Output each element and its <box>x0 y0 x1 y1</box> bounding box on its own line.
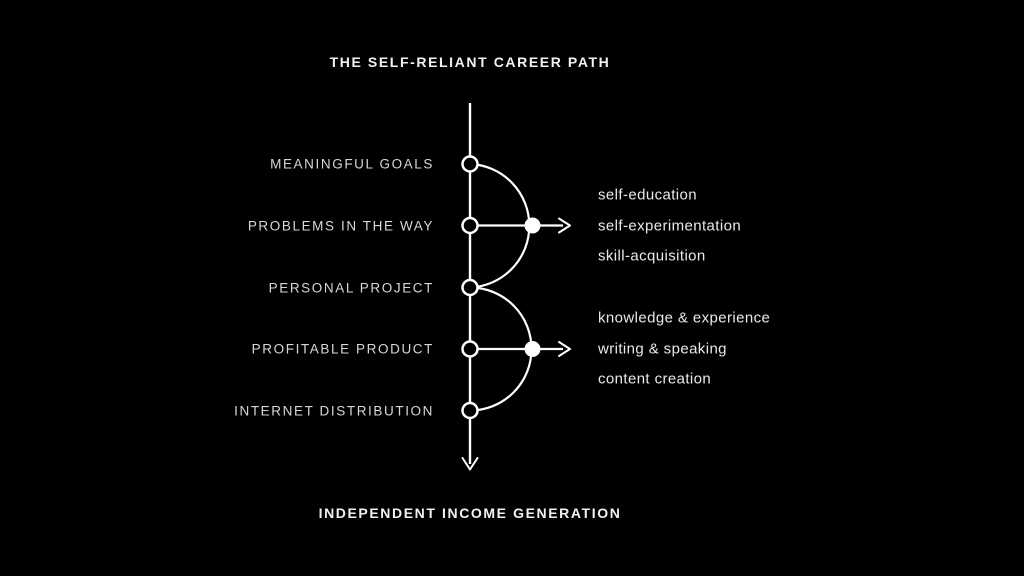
stage-label-personal-project: PERSONAL PROJECT <box>268 280 434 295</box>
stage-label-profitable-product: PROFITABLE PRODUCT <box>251 341 434 357</box>
stage-node-5 <box>461 401 479 420</box>
diagram-title: THE SELF-RELIANT CAREER PATH <box>329 54 611 70</box>
right-arrowhead-1-icon <box>558 217 571 234</box>
footer-title: INDEPENDENT INCOME GENERATION <box>318 505 622 521</box>
branch-label-content-creation: content creation <box>598 370 712 387</box>
right-arrowhead-2-icon <box>558 341 571 357</box>
branch-label-skill-acquisition: skill-acquisition <box>598 247 706 265</box>
stage-node-2 <box>461 216 479 235</box>
stage-node-1 <box>461 155 479 173</box>
stage-node-3 <box>461 278 479 297</box>
branch-dot-2 <box>524 341 541 357</box>
stage-label-problems-in-the-way: PROBLEMS IN THE WAY <box>247 218 434 233</box>
branch-dot-1 <box>524 217 541 234</box>
stage-node-4 <box>461 340 479 358</box>
branch-label-writing-speaking: writing & speaking <box>598 340 727 357</box>
branch-label-self-experimentation: self-experimentation <box>598 217 742 234</box>
branch-label-self-education: self-education <box>598 186 697 204</box>
branch-label-knowledge-experience: knowledge & experience <box>598 309 771 327</box>
down-arrowhead-icon <box>461 457 479 471</box>
stage-label-internet-distribution: INTERNET DISTRIBUTION <box>234 403 434 418</box>
stage-label-meaningful-goals: MEANINGFUL GOALS <box>270 156 434 172</box>
